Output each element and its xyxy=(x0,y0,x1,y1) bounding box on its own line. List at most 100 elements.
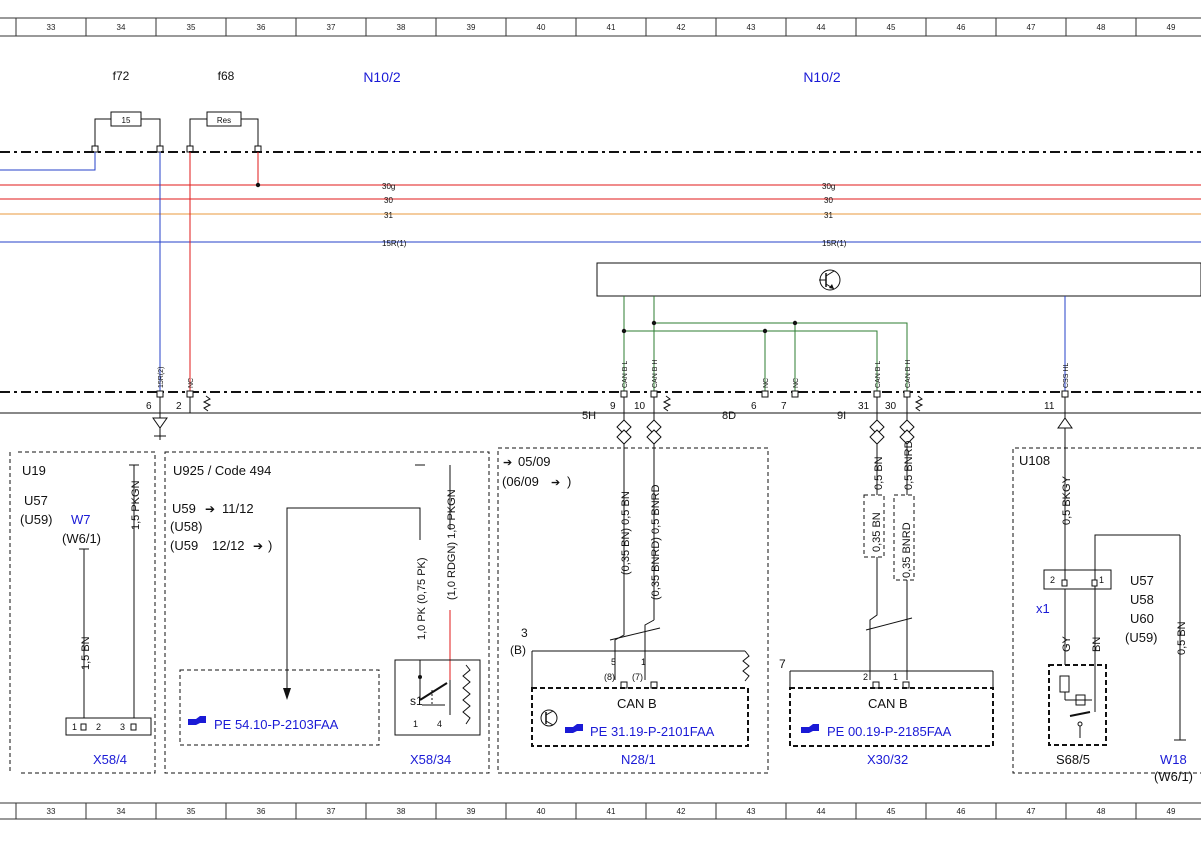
ruler-num: 45 xyxy=(887,807,896,816)
date-label: 05/09 xyxy=(518,454,551,469)
ruler-num: 39 xyxy=(467,807,476,816)
group-label: 9I xyxy=(837,410,846,422)
pin-number: 10 xyxy=(634,401,646,412)
ruler-num: 47 xyxy=(1027,807,1036,816)
ruler-num: 37 xyxy=(327,807,336,816)
fuse-f68-label: f68 xyxy=(218,69,235,83)
box-title: U19 xyxy=(22,463,46,478)
ruler-num: 42 xyxy=(677,23,686,32)
bus-label: 15R(1) xyxy=(382,239,407,248)
connector-x58-4: X58/4 xyxy=(93,752,127,767)
ref-pe-31: PE 31.19-P-2101FAA xyxy=(590,724,715,739)
variant-alt: (U59) xyxy=(20,512,53,527)
ruler-num: 45 xyxy=(887,23,896,32)
bus-label: 30g xyxy=(382,182,395,191)
wire-label: 0,5 BN xyxy=(1176,621,1188,655)
pin: (8) xyxy=(604,672,615,682)
variant-line: (U59 xyxy=(170,538,198,553)
ruler-num: 41 xyxy=(607,807,616,816)
ruler-num: 36 xyxy=(257,23,266,32)
connector-x58-34: X58/34 xyxy=(410,752,451,767)
ruler-num: 47 xyxy=(1027,23,1036,32)
wire-label: GY xyxy=(1061,635,1073,652)
pin: 3 xyxy=(120,722,125,732)
hand-pointer-icon xyxy=(801,724,819,733)
ruler-num: 36 xyxy=(257,807,266,816)
ruler-num: 48 xyxy=(1097,23,1106,32)
pin-name: NC xyxy=(188,378,195,388)
wire-terminations xyxy=(202,395,924,412)
top-ruler: 33 34 35 36 37 38 39 40 41 42 43 44 45 4… xyxy=(0,17,1201,37)
variant: U57 xyxy=(1130,573,1154,588)
can-b-label: CAN B xyxy=(868,696,908,711)
ref-w6-1: (W6/1) xyxy=(62,531,101,546)
can-b-label: CAN B xyxy=(617,696,657,711)
wire-label: 1,5 PKGN xyxy=(130,480,142,530)
module-n10-2-label: N10/2 xyxy=(363,69,401,85)
pin-number: 2 xyxy=(176,401,182,412)
pin: 5 xyxy=(611,657,616,667)
pin: 1 xyxy=(641,657,646,667)
ruler-num: 34 xyxy=(117,807,126,816)
variant-line: ) xyxy=(268,538,272,553)
ruler-num: 40 xyxy=(537,23,546,32)
switch-label: s1 xyxy=(410,694,423,708)
fuse-f72-rating: 15 xyxy=(122,116,131,125)
pin-numbers: 6 2 9 10 6 7 31 30 11 xyxy=(146,401,1055,412)
ruler-num: 46 xyxy=(957,807,966,816)
pin: 2 xyxy=(863,672,868,682)
pin-group: (B) xyxy=(510,643,526,657)
pin-number: 31 xyxy=(858,401,870,412)
pin: 1 xyxy=(893,672,898,682)
transistor-icon xyxy=(819,269,841,291)
x30-32-block: 0,5 BN 0,5 BNRD 0,35 BN 0,35 BNRD 7 2 1 … xyxy=(779,440,994,767)
ruler-num: 33 xyxy=(47,23,56,32)
bus-label: 15R(1) xyxy=(822,239,847,248)
variant-line: 11/12 xyxy=(222,501,254,516)
ruler-num: 38 xyxy=(397,23,406,32)
plug-connectors xyxy=(616,419,915,445)
wire-label: (0,35 BN) 0,5 BN xyxy=(620,491,632,575)
arrow-right-icon: ➔ xyxy=(205,502,215,516)
u108-box: U108 0,5 BKGY 2 1 x1 GY BN U57 U58 U60 (… xyxy=(1012,447,1201,784)
wire-label: 1,5 BN xyxy=(80,636,92,670)
pin: 1 xyxy=(413,719,418,729)
wire-label: 0,5 BKGY xyxy=(1061,475,1073,525)
pin-name: CAN B H xyxy=(652,360,659,388)
ruler-num: 35 xyxy=(187,23,196,32)
hand-pointer-icon xyxy=(565,724,583,733)
ruler-num: 46 xyxy=(957,23,966,32)
bus-label: 30 xyxy=(384,196,393,205)
variant: U58 xyxy=(1130,592,1154,607)
wire-label: 0,35 BN xyxy=(871,512,883,552)
ref-pe-54: PE 54.10-P-2103FAA xyxy=(214,717,339,732)
wire-label: 0,35 BNRD xyxy=(901,522,913,578)
ruler-num: 49 xyxy=(1167,807,1176,816)
arrow-right-icon: ➔ xyxy=(253,539,263,553)
date-label: ) xyxy=(567,474,571,489)
box-title: U925 / Code 494 xyxy=(173,463,271,478)
pin-name: CAN B L xyxy=(622,361,629,388)
pin-number: 7 xyxy=(781,401,787,412)
wire-label: 0,5 BNRD xyxy=(903,440,915,490)
wire-label: (1,0 RDGN) 1,0 PKGN xyxy=(446,489,458,600)
variant: U60 xyxy=(1130,611,1154,626)
ruler-num: 44 xyxy=(817,807,826,816)
u19-box: U19 U57 (U59) W7 (W6/1) 1,5 BN 1,5 PKGN … xyxy=(9,451,156,774)
connector-x30-32: X30/32 xyxy=(867,752,908,767)
pin: 4 xyxy=(437,719,442,729)
date-label: (06/09 xyxy=(502,474,539,489)
pin-group: 7 xyxy=(779,657,786,671)
pin-name: CAN B L xyxy=(875,361,882,388)
ruler-num: 39 xyxy=(467,23,476,32)
ref-w7: W7 xyxy=(71,512,91,527)
pin: 2 xyxy=(1050,575,1055,585)
n28-1-box: ➔ 05/09 (06/09 ➔ ) (0,35 BN) 0,5 BN (0,3… xyxy=(497,444,769,774)
pin: 1 xyxy=(1099,575,1104,585)
ruler-num: 44 xyxy=(817,23,826,32)
power-bus: 30g 30 31 15R(1) 30g 30 31 15R(1) xyxy=(0,152,1201,248)
ruler-num: 42 xyxy=(677,807,686,816)
switch-s68-5: S68/5 xyxy=(1056,752,1090,767)
